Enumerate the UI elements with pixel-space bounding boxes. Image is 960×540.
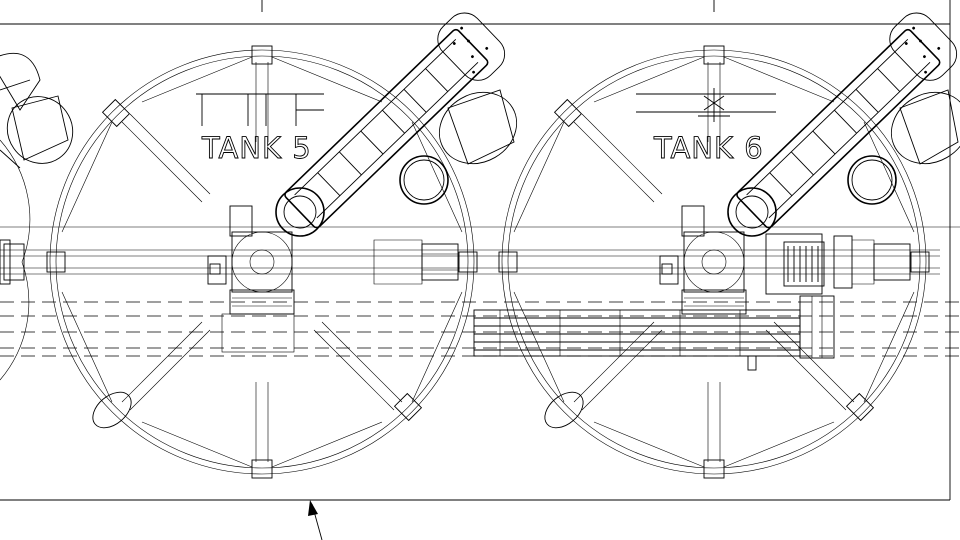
tank-5-conveyor bbox=[275, 12, 506, 237]
tank-6-ring bbox=[847, 155, 897, 205]
tank-5-valve-symbol bbox=[196, 93, 324, 126]
partial-tank-left bbox=[0, 139, 31, 381]
tank-5-ring bbox=[399, 155, 449, 205]
partial-conveyor-left bbox=[0, 52, 74, 169]
transfer-conveyor bbox=[473, 295, 835, 371]
tank-6-hopper bbox=[890, 91, 960, 165]
tank-5-label: TANK 5 bbox=[201, 131, 312, 165]
tank-6-label: TANK 6 bbox=[653, 131, 764, 165]
service-lines bbox=[0, 226, 960, 357]
tank-5 bbox=[46, 45, 478, 479]
tank-6-conveyor bbox=[727, 12, 958, 237]
drawing-frame bbox=[0, 0, 951, 501]
leader-arrow bbox=[308, 500, 323, 540]
tank-6 bbox=[498, 45, 930, 479]
tank-6-valve-symbol bbox=[636, 88, 776, 122]
tank-5-hopper bbox=[438, 91, 518, 165]
